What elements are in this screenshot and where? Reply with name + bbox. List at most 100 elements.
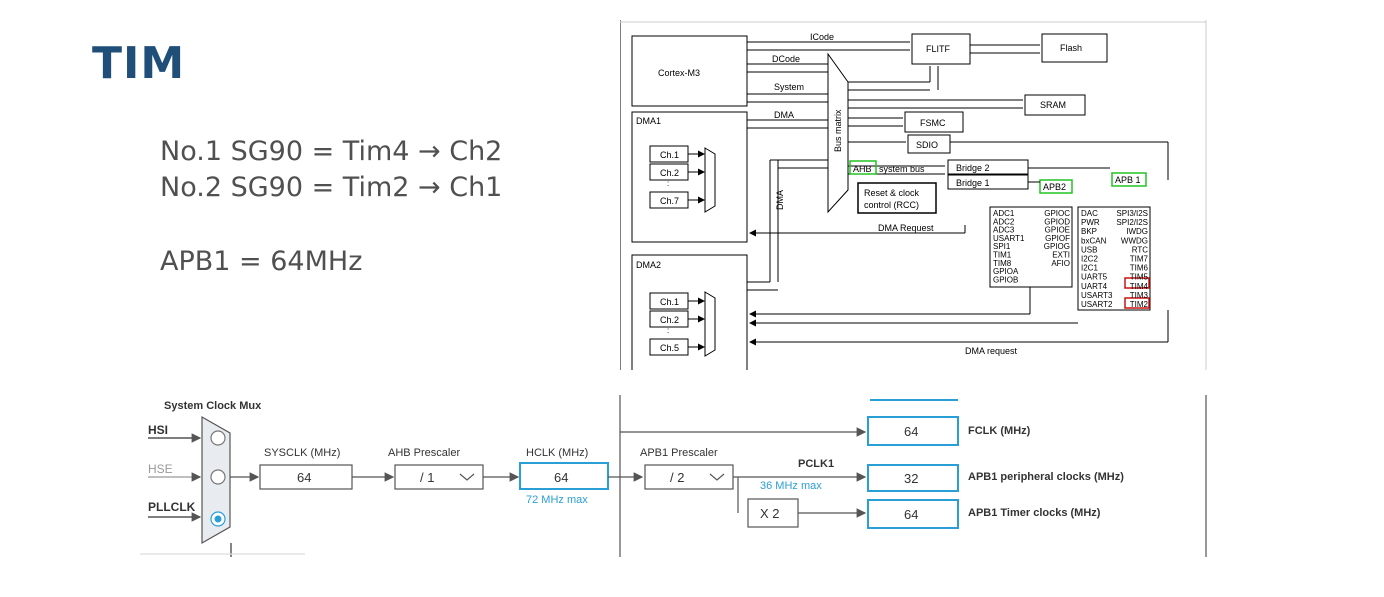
cortex-label: Cortex-M3 [658, 68, 700, 78]
peripheral-label: DAC [1081, 209, 1098, 218]
system-bus-label: system bus [879, 164, 925, 174]
bus-matrix [827, 52, 849, 214]
pclk1-max: 36 MHz max [760, 480, 822, 492]
chevron-down-icon[interactable] [709, 473, 725, 481]
tim4-highlight [1124, 277, 1150, 289]
apb1-timer-label: APB1 Timer clocks (MHz) [968, 507, 1101, 519]
peripheral-label: TIM4 [1130, 282, 1149, 291]
peripheral-label: I2C1 [1081, 264, 1098, 273]
peripheral-label: BKP [1081, 227, 1097, 236]
note-line-2: No.2 SG90 = Tim2 → Ch1 [160, 172, 503, 203]
sram-label: SRAM [1040, 100, 1066, 110]
rcc-box [857, 182, 937, 214]
hse-radio[interactable] [210, 469, 226, 485]
apb1-label: APB 1 [1115, 175, 1141, 185]
peripheral-label: UART5 [1081, 273, 1108, 282]
dma-request-1: DMA Request [878, 223, 934, 233]
peripheral-label: ADC3 [993, 226, 1015, 235]
peripheral-label: ADC1 [993, 209, 1015, 218]
apb1-prescaler-select[interactable] [644, 464, 734, 490]
rcc-label-2: control (RCC) [864, 200, 919, 210]
chevron-down-icon[interactable] [459, 473, 475, 481]
dma2-ch-label: Ch.2 [660, 315, 679, 325]
dma2-ch-label: Ch.1 [660, 297, 679, 307]
apb2-highlight [1039, 179, 1073, 194]
peripheral-label: GPIOE [1045, 226, 1070, 235]
peripheral-label: USART3 [1081, 291, 1113, 300]
cortex-box [631, 35, 748, 107]
peripheral-label: GPIOG [1044, 242, 1070, 251]
peripheral-label: GPIOD [1044, 217, 1070, 226]
peripheral-label: TIM1 [993, 251, 1012, 260]
dma1-ch-label: Ch.1 [660, 150, 679, 160]
clock-config: System Clock Mux HSI HSE PLLCLK SYSCLK (… [140, 395, 1207, 557]
ahb-prescaler-value: / 1 [420, 470, 434, 485]
svg-text::: : [667, 326, 669, 335]
peripheral-label: TIM3 [1130, 291, 1149, 300]
apb1-peripherals [1077, 206, 1151, 311]
peripheral-label: EXTI [1052, 251, 1070, 260]
icode-label: ICode [810, 32, 834, 42]
fclk-label: FCLK (MHz) [968, 425, 1031, 437]
flitf-label: FLITF [926, 44, 951, 54]
x2-label: X 2 [760, 506, 780, 521]
bus-matrix-label: Bus matrix [833, 109, 843, 152]
dma1-ch-label: Ch.7 [660, 196, 679, 206]
dma2-label: DMA2 [636, 260, 661, 270]
peripheral-label: GPIOA [993, 267, 1019, 276]
dma2-box [631, 254, 748, 370]
peripheral-label: TIM7 [1130, 255, 1149, 264]
apb1-periph-box[interactable] [867, 464, 959, 492]
peripheral-label: TIM6 [1130, 264, 1149, 273]
apb1-periph-value: 32 [904, 471, 918, 486]
dma1-box [631, 111, 748, 243]
peripheral-label: bxCAN [1081, 236, 1107, 245]
apb2-label: APB2 [1043, 182, 1066, 192]
block-diagram: ICode DCode System DMA Cortex-M3 FLITF F… [620, 20, 1207, 370]
peripheral-label: TIM5 [1130, 273, 1149, 282]
peripheral-label: RTC [1132, 245, 1149, 254]
bridge1-label: Bridge 1 [956, 178, 990, 188]
apb1-timer-value: 64 [904, 507, 918, 522]
system-label: System [774, 82, 804, 92]
pllclk-label: PLLCLK [148, 500, 196, 514]
hsi-label: HSI [148, 423, 168, 437]
peripheral-label: WWDG [1121, 236, 1148, 245]
fclk-box[interactable] [867, 416, 959, 446]
apb1-highlight [1111, 172, 1147, 187]
dma1-ch-label: Ch.2 [660, 168, 679, 178]
peripheral-label: PWR [1081, 218, 1100, 227]
hclk-max: 72 MHz max [526, 494, 588, 506]
dma1-label: DMA1 [636, 116, 661, 126]
dma-vertical-label: DMA [775, 190, 785, 210]
apb2-peripherals [989, 206, 1073, 288]
note-line-3: APB1 = 64MHz [160, 246, 363, 277]
apb1-timer-box[interactable] [867, 499, 959, 529]
ahb-prescaler-label: AHB Prescaler [388, 447, 460, 459]
peripheral-label: USB [1081, 245, 1097, 254]
sysclk-value: 64 [297, 470, 311, 485]
apb1-prescaler-value: / 2 [670, 470, 684, 485]
peripheral-label: I2C2 [1081, 255, 1098, 264]
peripheral-label: USART2 [1081, 300, 1113, 309]
pclk1-label: PCLK1 [798, 458, 834, 470]
hsi-radio[interactable] [210, 430, 226, 446]
peripheral-label: SPI1 [993, 242, 1011, 251]
slide-title: TIM [92, 38, 186, 89]
sysclk-label: SYSCLK (MHz) [264, 447, 340, 459]
apb1-prescaler-label: APB1 Prescaler [640, 447, 718, 459]
mux-title: System Clock Mux [164, 400, 262, 412]
sram-box [1024, 94, 1086, 116]
peripheral-label: GPIOF [1045, 234, 1070, 243]
dma2-ch-label: Ch.5 [660, 343, 679, 353]
fclk-value: 64 [904, 424, 918, 439]
rcc-label-1: Reset & clock [864, 188, 920, 198]
hclk-box[interactable] [519, 462, 609, 490]
ahb-prescaler-select[interactable] [394, 464, 484, 490]
peripheral-label: USART1 [993, 234, 1025, 243]
peripheral-label: TIM2 [1130, 300, 1149, 309]
peripheral-label: GPIOB [993, 275, 1018, 284]
flash-label: Flash [1060, 43, 1082, 53]
fsmc-box [904, 111, 964, 133]
dcode-label: DCode [772, 54, 800, 64]
